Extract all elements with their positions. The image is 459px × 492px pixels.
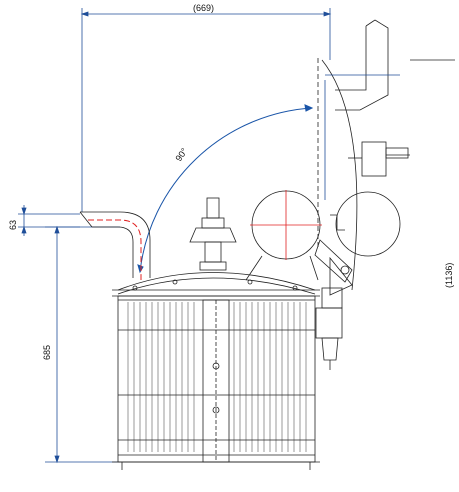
right-assembly xyxy=(314,19,455,370)
top-dimension xyxy=(80,8,332,212)
vent-pipe xyxy=(79,211,151,278)
circular-vessel xyxy=(245,190,321,281)
left-dimensions xyxy=(18,205,120,464)
rotation-angle-label: 90° xyxy=(173,146,189,163)
vent-pipe-centerline xyxy=(88,219,142,280)
top-dimension-label: (669) xyxy=(193,3,214,13)
right-height-dimension-label: (1136) xyxy=(444,263,454,288)
tank-centre-column xyxy=(202,299,230,463)
left-small-dimension-label: 63 xyxy=(8,220,18,230)
circular-vessel-centerline xyxy=(250,190,322,260)
lid-valve xyxy=(189,197,237,271)
radiator-fins xyxy=(127,302,307,452)
left-height-dimension-label: 685 xyxy=(42,345,52,360)
right-assembly-centerline xyxy=(324,74,400,200)
